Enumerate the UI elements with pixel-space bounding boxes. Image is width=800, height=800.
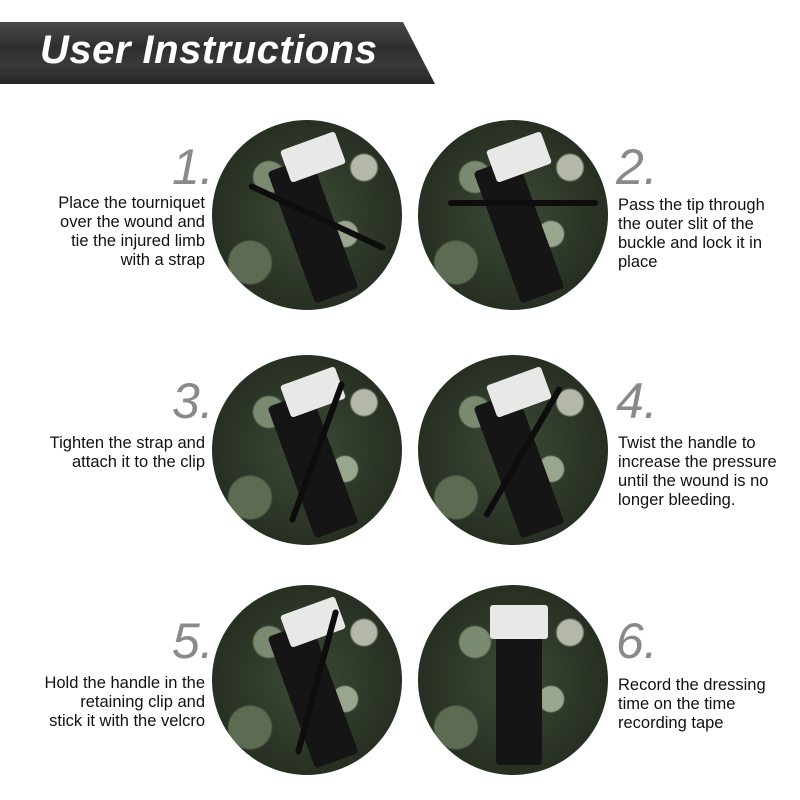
step-1-photo	[212, 120, 402, 310]
step-4-line: until the wound is no	[618, 472, 769, 490]
step-3-number: 3.	[172, 373, 214, 429]
step-5-line: stick it with the velcro	[49, 712, 205, 730]
step-4-line: Twist the handle to	[618, 434, 756, 452]
step-6-line: Record the dressing	[618, 676, 766, 694]
step-2-line: place	[618, 253, 658, 271]
step-5-line: retaining clip and	[80, 693, 205, 711]
step-2-line: Pass the tip through	[618, 196, 765, 214]
step-5-number: 5.	[172, 613, 214, 669]
page-title: User Instructions	[40, 28, 378, 72]
step-4-number: 4.	[616, 373, 658, 429]
step-1-line: with a strap	[120, 251, 205, 269]
step-1-line: over the wound and	[60, 213, 205, 231]
step-6-text: Record the dressing time on the time rec…	[618, 676, 766, 733]
step-6-line: time on the time	[618, 695, 736, 713]
step-4-photo	[418, 355, 608, 545]
step-4-line: longer bleeding.	[618, 491, 736, 509]
step-5-photo	[212, 585, 402, 775]
step-6-line: recording tape	[618, 714, 724, 732]
step-2-photo	[418, 120, 608, 310]
step-2-number: 2.	[616, 139, 658, 195]
step-5-line: Hold the handle in the	[44, 674, 205, 692]
step-2-line: buckle and lock it in	[618, 234, 762, 252]
step-3-line: attach it to the clip	[72, 453, 205, 471]
step-1-line: tie the injured limb	[71, 232, 205, 250]
step-6-photo	[418, 585, 608, 775]
step-5-text: Hold the handle in the retaining clip an…	[44, 674, 205, 731]
step-3-photo	[212, 355, 402, 545]
step-2-line: the outer slit of the	[618, 215, 754, 233]
header-banner: User Instructions	[0, 22, 435, 84]
step-1-line: Place the tourniquet	[58, 194, 205, 212]
step-1-number: 1.	[172, 139, 214, 195]
step-4-line: increase the pressure	[618, 453, 777, 471]
step-4-text: Twist the handle to increase the pressur…	[618, 434, 777, 510]
step-1-text: Place the tourniquet over the wound and …	[58, 194, 205, 270]
step-2-text: Pass the tip through the outer slit of t…	[618, 196, 765, 272]
step-6-number: 6.	[616, 613, 658, 669]
step-3-line: Tighten the strap and	[49, 434, 205, 452]
step-3-text: Tighten the strap and attach it to the c…	[50, 434, 205, 472]
